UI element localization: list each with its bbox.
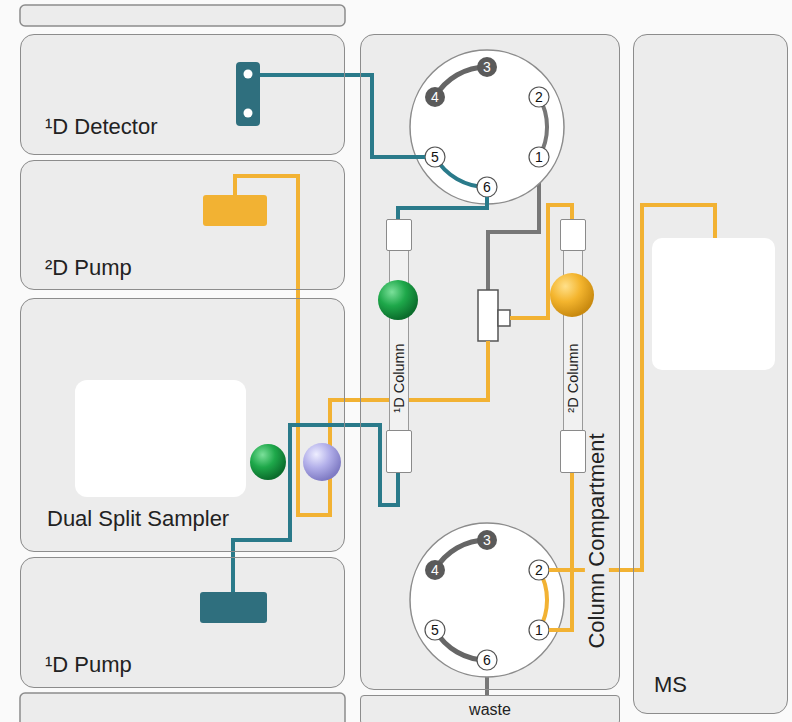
port-number: 2 (535, 563, 543, 577)
tubing-connector (345, 205, 572, 400)
column-fitting (560, 430, 586, 473)
module-panel: ¹D Detector (20, 34, 345, 155)
port-number: 3 (483, 533, 491, 547)
port-number: 1 (535, 623, 543, 637)
column-fitting (386, 219, 412, 251)
port-number: 6 (483, 180, 491, 194)
port-number: 5 (431, 623, 439, 637)
module-panel: ²D Pump (20, 160, 345, 290)
column: ¹D Column (389, 219, 409, 473)
module-panel: MS (633, 34, 788, 714)
column-fitting (560, 219, 586, 251)
module-panel: Column Compartment ¹D Column ²D Column (360, 34, 620, 690)
port-number: 2 (535, 90, 543, 104)
module-label: ¹D Pump (45, 653, 132, 677)
module-panel: Dual Split Sampler (20, 298, 345, 552)
port-number: 5 (431, 150, 439, 164)
port-number: 4 (431, 90, 439, 104)
waste-box: waste (360, 695, 620, 722)
module-label: waste (469, 701, 511, 719)
column-label: ²D Column (566, 343, 582, 412)
module-label: Column Compartment (585, 429, 609, 652)
module-label: ¹D Detector (45, 115, 157, 139)
port-number: 3 (483, 60, 491, 74)
column-fitting (386, 430, 412, 473)
tubing-connector (296, 290, 300, 298)
column-label: ¹D Column (392, 343, 408, 412)
module-label: Dual Split Sampler (47, 507, 229, 531)
module-panel: ¹D Pump (20, 557, 345, 688)
port-number: 4 (431, 563, 439, 577)
module-label: MS (654, 673, 687, 697)
port-number: 1 (535, 150, 543, 164)
column: ²D Column (563, 219, 583, 473)
port-number: 6 (483, 653, 491, 667)
tubing-connector (345, 75, 487, 219)
module-label: ²D Pump (45, 256, 132, 280)
